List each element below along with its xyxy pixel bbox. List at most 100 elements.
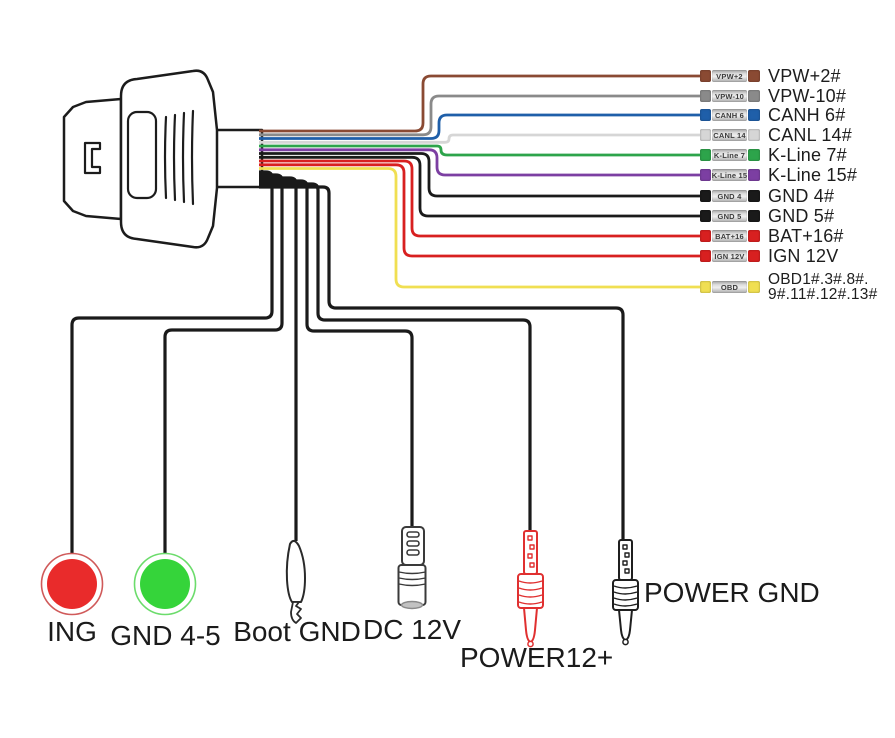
pill-canl14: CANL 14 [700, 129, 760, 141]
pill-band: K-Line 15 [711, 169, 748, 181]
label-dc12v: DC 12V [362, 614, 462, 645]
wire-gnd45 [163, 173, 284, 554]
pill-tip [748, 90, 760, 102]
wire-gnd5 [259, 155, 701, 218]
pill-text: BAT+16 [715, 231, 744, 241]
wire-label-obd-line2: 9#.11#.12#.13# [768, 286, 878, 303]
pill-gnd4: GND 4 [700, 190, 760, 202]
wire-label-canh6: CANH 6# [768, 105, 846, 125]
wire-power12 [259, 182, 532, 530]
wire-label-gnd5: GND 5# [768, 206, 835, 226]
pill-text: IGN 12V [714, 251, 745, 261]
pill-ferrule [700, 109, 711, 121]
label-powergnd: POWER GND [644, 577, 820, 608]
labeled-wires [259, 74, 701, 289]
pill-ferrule [700, 149, 711, 161]
pill-ferrule [700, 90, 711, 102]
pill-ferrule [700, 169, 711, 181]
pill-ferrule [700, 281, 711, 293]
wire-kline15 [259, 148, 701, 177]
wire-label-obd-line1: OBD1#.3#.8#. [768, 271, 869, 288]
pill-band: OBD [712, 281, 747, 293]
pill-band: CANH 6 [712, 109, 747, 121]
wire-gnd4 [259, 152, 701, 198]
wire-label-canl14: CANL 14# [768, 125, 852, 145]
pill-text: VPW+2 [716, 71, 743, 81]
dc-barrel-plug-icon [397, 526, 427, 610]
pill-ferrule [700, 230, 711, 242]
pill-band: GND 4 [712, 190, 747, 202]
pill-kline7: K-Line 7 [700, 149, 760, 161]
pill-vpw2: VPW+2 [700, 70, 760, 82]
wire-kline7 [259, 144, 701, 157]
pill-ferrule [700, 210, 711, 222]
pill-ign12v: IGN 12V [700, 250, 760, 262]
wire-label-kline7: K-Line 7# [768, 145, 847, 165]
pill-text: K-Line 15 [711, 170, 748, 180]
pill-text: K-Line 7 [713, 150, 746, 160]
pill-tip [748, 250, 760, 262]
wire-canl14 [259, 133, 701, 144]
wire-label-vpw10: VPW-10# [768, 86, 847, 106]
pill-tip [748, 210, 760, 222]
pill-text: VPW-10 [715, 91, 744, 101]
pill-ferrule [700, 250, 711, 262]
probe-wires [70, 170, 625, 554]
wire-label-obd: OBD1#.3#.8#. 9#.11#.12#.13# [768, 272, 888, 304]
pill-text: OBD [720, 282, 739, 292]
label-ing: ING [47, 616, 97, 647]
wire-powergnd [259, 185, 625, 539]
pill-obd: OBD [700, 281, 760, 293]
wire-canh6 [259, 113, 701, 140]
label-power12: POWER12+ [460, 642, 614, 673]
wire-label-vpw2: VPW+2# [768, 66, 841, 86]
pill-band: VPW+2 [712, 70, 747, 82]
wire-ing [70, 170, 274, 554]
pill-band: GND 5 [712, 210, 747, 222]
wire-vpw10 [259, 94, 701, 137]
wire-vpw2 [259, 74, 701, 133]
pill-tip [748, 129, 760, 141]
wire-bootgnd [259, 176, 298, 541]
pill-text: GND 5 [717, 211, 742, 221]
pill-vpw10: VPW-10 [700, 90, 760, 102]
pill-band: K-Line 7 [712, 149, 747, 161]
pill-text: GND 4 [717, 191, 742, 201]
gnd45-round-terminal-icon [133, 552, 197, 616]
wire-ign12v [259, 163, 701, 258]
wire-label-kline15: K-Line 15# [768, 165, 858, 185]
pill-ferrule [700, 190, 711, 202]
powergnd-banana-plug-icon [612, 539, 639, 646]
pill-text: CANL 14 [713, 130, 746, 140]
pill-band: CANL 14 [712, 129, 747, 141]
pill-band: VPW-10 [712, 90, 747, 102]
wire-bat16 [259, 159, 701, 238]
pill-band: BAT+16 [712, 230, 747, 242]
pill-tip [748, 70, 760, 82]
obd-cable-exit-block [211, 128, 264, 189]
pill-band: IGN 12V [712, 250, 747, 262]
power12-banana-plug-icon [517, 530, 544, 648]
pill-bat16: BAT+16 [700, 230, 760, 242]
obd-body-inset [126, 110, 158, 200]
obd-grip-lines [163, 109, 195, 206]
obd-plug-icon [62, 69, 264, 249]
wire-dc12v [259, 179, 414, 526]
pill-text: CANH 6 [714, 110, 745, 120]
pill-tip [748, 190, 760, 202]
obd-plug-notch [83, 141, 102, 175]
wire-label-gnd4: GND 4# [768, 186, 835, 206]
pill-canh6: CANH 6 [700, 109, 760, 121]
wire-label-ign12v: IGN 12V [768, 246, 839, 266]
wire-label-bat16: BAT+16# [768, 226, 844, 246]
pill-gnd5: GND 5 [700, 210, 760, 222]
pill-tip [748, 109, 760, 121]
pill-ferrule [700, 129, 711, 141]
label-bootgnd: Boot GND [233, 616, 361, 647]
pill-ferrule [700, 70, 711, 82]
ing-round-terminal-icon [40, 552, 104, 616]
pill-tip [748, 169, 760, 181]
label-gnd45: GND 4-5 [110, 620, 221, 651]
